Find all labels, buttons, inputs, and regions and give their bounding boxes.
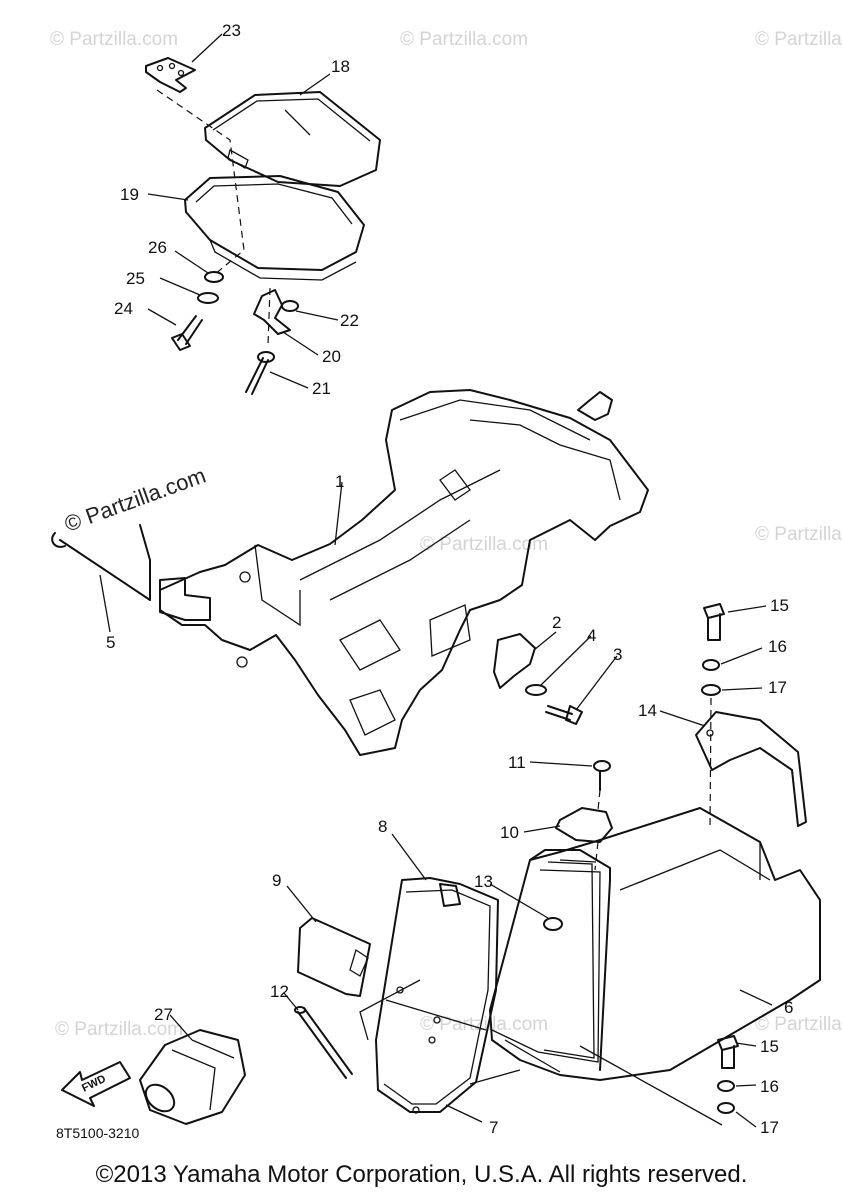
hardware-right-upper bbox=[701, 603, 725, 831]
leader-lines bbox=[99, 33, 773, 1128]
part-1-main-case bbox=[159, 389, 649, 756]
callout-24: 24 bbox=[114, 299, 133, 318]
part-callouts: 1 2 3 4 5 6 7 8 9 10 11 12 13 14 15 16 1… bbox=[106, 21, 793, 1137]
callout-11: 11 bbox=[508, 753, 526, 772]
callout-23: 23 bbox=[222, 21, 241, 40]
parts-10-11 bbox=[555, 760, 613, 871]
callout-17: 17 bbox=[768, 678, 787, 697]
callout-17b: 17 bbox=[760, 1118, 779, 1137]
part-23-bracket bbox=[145, 57, 196, 93]
callout-5: 5 bbox=[106, 633, 115, 652]
callout-4: 4 bbox=[587, 626, 596, 645]
part-12-bolt bbox=[294, 1006, 353, 1079]
part-14-bracket bbox=[695, 711, 807, 827]
callout-7: 7 bbox=[489, 1118, 498, 1137]
part-9-pad bbox=[297, 917, 371, 997]
callout-1: 1 bbox=[335, 472, 344, 491]
watermark: © Partzilla.com bbox=[755, 29, 843, 50]
part-19-case bbox=[184, 175, 365, 281]
callout-16: 16 bbox=[768, 637, 787, 656]
hardware-right-lower bbox=[717, 1035, 739, 1114]
callout-8: 8 bbox=[378, 817, 387, 836]
callout-15b: 15 bbox=[760, 1037, 779, 1056]
callout-2: 2 bbox=[552, 613, 561, 632]
callout-27: 27 bbox=[154, 1005, 173, 1024]
watermark-center: © Partzilla.com bbox=[61, 463, 209, 537]
callout-15: 15 bbox=[770, 596, 789, 615]
callout-21: 21 bbox=[312, 379, 331, 398]
callout-22: 22 bbox=[340, 311, 359, 330]
callout-14: 14 bbox=[638, 701, 657, 720]
copyright-notice: ©2013 Yamaha Motor Corporation, U.S.A. A… bbox=[95, 1161, 748, 1188]
watermarks: © Partzilla.com © Partzilla.com © Partzi… bbox=[50, 29, 843, 1040]
callout-12: 12 bbox=[270, 982, 289, 1001]
callout-6: 6 bbox=[784, 998, 793, 1017]
callout-16b: 16 bbox=[760, 1077, 779, 1096]
callout-9: 9 bbox=[272, 871, 281, 890]
part-5-rod bbox=[51, 524, 151, 601]
callout-10: 10 bbox=[500, 823, 519, 842]
hardware-upper bbox=[171, 271, 299, 395]
watermark: © Partzilla.com bbox=[55, 1019, 183, 1040]
part-6-battery-box bbox=[489, 807, 821, 1081]
part-18-cover bbox=[204, 91, 381, 187]
callout-18: 18 bbox=[331, 57, 350, 76]
guides-upper bbox=[156, 89, 271, 346]
callout-26: 26 bbox=[148, 238, 167, 257]
diagram-code: 8T5100-3210 bbox=[56, 1125, 140, 1141]
watermark: © Partzilla.com bbox=[400, 29, 528, 50]
callout-20: 20 bbox=[322, 347, 341, 366]
guides-lower bbox=[359, 979, 723, 1126]
fwd-arrow: FWD bbox=[61, 1061, 131, 1107]
callout-3: 3 bbox=[613, 645, 622, 664]
parts-2-3-4 bbox=[493, 633, 583, 725]
part-27-connector bbox=[139, 1029, 246, 1125]
watermark: © Partzilla.com bbox=[755, 524, 843, 545]
callout-13: 13 bbox=[474, 872, 493, 891]
callout-19: 19 bbox=[120, 185, 139, 204]
callout-25: 25 bbox=[126, 269, 145, 288]
part-8-lid bbox=[375, 877, 499, 1114]
watermark: © Partzilla.com bbox=[50, 29, 178, 50]
watermark: © Partzilla.com bbox=[420, 534, 548, 555]
watermark: © Partzilla.com bbox=[755, 1014, 843, 1035]
